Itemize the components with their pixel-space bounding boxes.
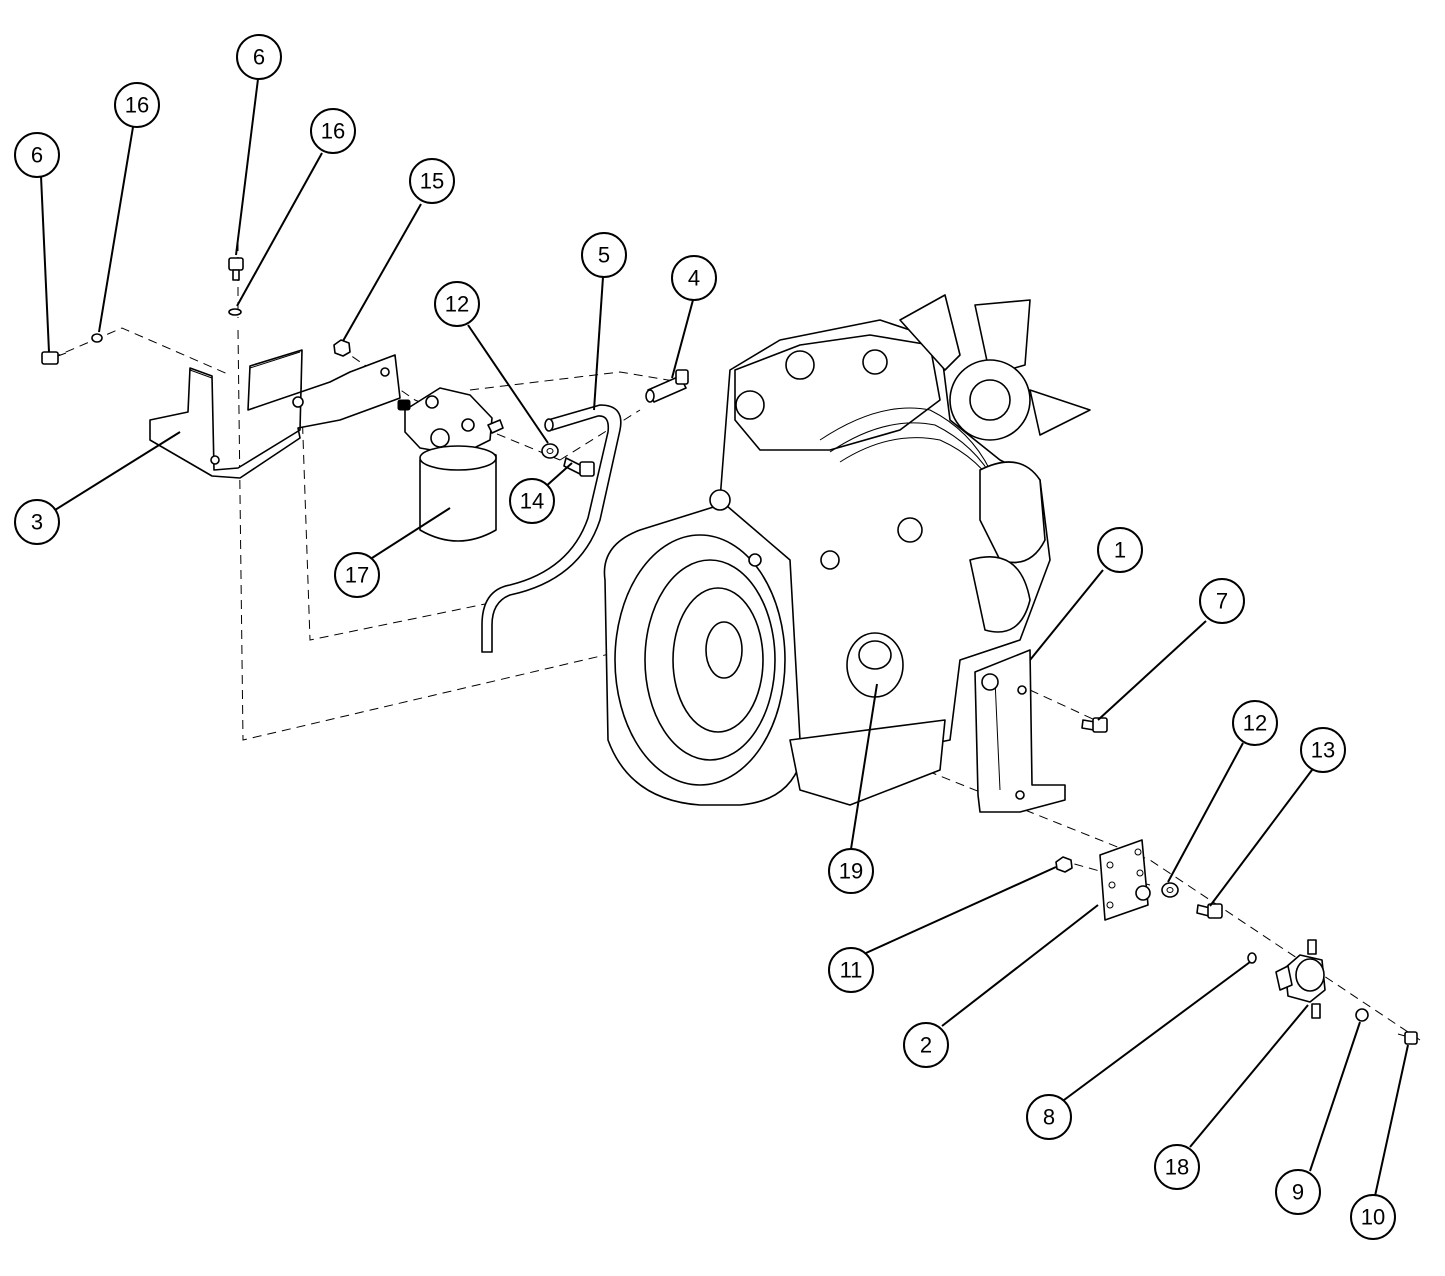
bolt-part-14	[563, 457, 595, 477]
fuel-pump-part-18	[1275, 939, 1326, 1019]
nut-part-15	[333, 339, 351, 357]
callout-13: 13	[1300, 727, 1346, 773]
screw-part-10	[1397, 1031, 1418, 1045]
svg-text:12: 12	[445, 292, 469, 317]
washer-part-9	[1355, 1008, 1369, 1022]
bracket-part-3	[149, 349, 401, 479]
bolt-part-7	[1081, 717, 1108, 733]
nut-part-11	[1055, 856, 1073, 873]
bolt-part-13	[1196, 903, 1223, 919]
callout-11: 11	[828, 947, 874, 993]
fuel-filter-part-17	[397, 387, 504, 542]
assembly-dash-lines	[51, 242, 1421, 1041]
svg-text:6: 6	[253, 45, 265, 70]
svg-text:19: 19	[839, 859, 863, 884]
callout-12-top: 12	[434, 281, 480, 327]
washer-part-12-bottom	[1161, 882, 1179, 898]
svg-text:7: 7	[1216, 589, 1228, 614]
fitting-part-4	[645, 369, 689, 403]
svg-text:11: 11	[840, 958, 863, 983]
callout-19: 19	[828, 848, 874, 894]
engine-assembly	[603, 294, 1091, 806]
svg-text:1: 1	[1114, 538, 1126, 563]
fuel-hose-part-5	[481, 404, 622, 653]
callout-3: 3	[14, 499, 60, 545]
svg-text:10: 10	[1361, 1205, 1385, 1230]
callout-17: 17	[334, 552, 380, 598]
svg-text:6: 6	[31, 143, 43, 168]
callout-8: 8	[1026, 1094, 1072, 1140]
callout-1: 1	[1097, 527, 1143, 573]
svg-text:18: 18	[1165, 1155, 1189, 1180]
callout-12-bottom: 12	[1232, 700, 1278, 746]
svg-text:4: 4	[688, 266, 700, 291]
svg-text:12: 12	[1243, 711, 1267, 736]
callout-16-left: 16	[114, 82, 160, 128]
callout-4: 4	[671, 255, 717, 301]
bolt-part-6-top	[228, 257, 244, 281]
washer-part-16-top	[228, 308, 242, 316]
svg-text:3: 3	[31, 510, 43, 535]
washer-part-16-left	[91, 333, 103, 343]
washer-part-12-top	[541, 443, 559, 459]
callout-6-left: 6	[14, 132, 60, 178]
callout-15: 15	[409, 158, 455, 204]
callout-6-top: 6	[236, 34, 282, 80]
svg-text:17: 17	[345, 563, 369, 588]
svg-text:14: 14	[520, 489, 544, 514]
svg-text:15: 15	[420, 169, 444, 194]
callout-9: 9	[1275, 1169, 1321, 1215]
svg-text:5: 5	[598, 243, 610, 268]
svg-text:2: 2	[920, 1033, 932, 1058]
callout-5: 5	[581, 232, 627, 278]
leader-lines	[40, 78, 1409, 1197]
svg-text:9: 9	[1292, 1180, 1304, 1205]
svg-text:13: 13	[1311, 738, 1335, 763]
engine-mount-part-1	[974, 649, 1066, 813]
callout-14: 14	[509, 478, 555, 524]
svg-text:8: 8	[1043, 1105, 1055, 1130]
callout-16-top: 16	[310, 108, 356, 154]
bolt-part-6-left	[41, 351, 67, 365]
svg-text:16: 16	[125, 93, 149, 118]
svg-text:16: 16	[321, 119, 345, 144]
callout-2: 2	[903, 1022, 949, 1068]
mounting-plate-part-2	[1099, 839, 1151, 921]
callout-7: 7	[1199, 578, 1245, 624]
washer-part-8	[1247, 952, 1257, 964]
callout-18: 18	[1154, 1144, 1200, 1190]
callout-10: 10	[1350, 1194, 1396, 1240]
